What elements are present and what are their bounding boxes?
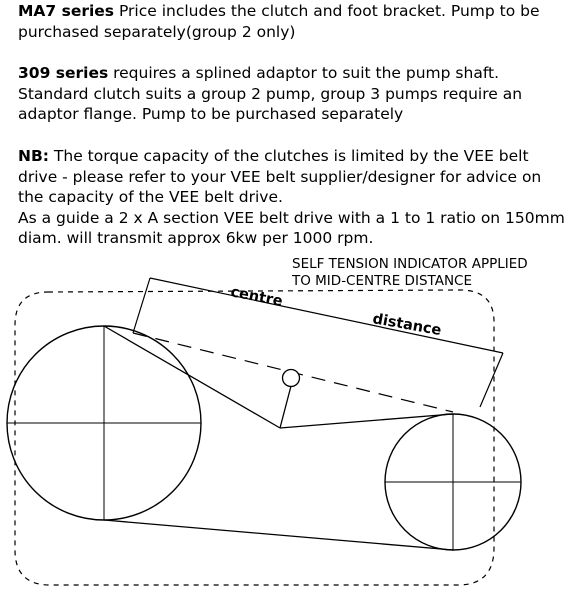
annotation-line-1: SELF TENSION INDICATOR APPLIED xyxy=(292,256,528,272)
309-series-text: requires a splined adaptor to suit the p… xyxy=(18,64,523,123)
belt xyxy=(103,325,454,551)
nb-guide-text: As a guide a 2 x A section VEE belt driv… xyxy=(18,208,565,248)
nb-heading: NB: xyxy=(18,147,49,165)
nb-text: The torque capacity of the clutches is l… xyxy=(18,147,542,206)
ma7-series-text: Price includes the clutch and foot brack… xyxy=(18,2,540,41)
annotation-line-2: TO MID-CENTRE DISTANCE xyxy=(291,273,472,289)
dashed-outline xyxy=(14,289,495,586)
tension-indicator xyxy=(279,368,301,429)
centre-label: centre xyxy=(229,284,284,310)
ma7-series-heading: MA7 series xyxy=(18,2,115,20)
paragraph-ma7-series: MA7 series Price includes the clutch and… xyxy=(18,1,568,42)
paragraph-309-series: 309 series requires a splined adaptor to… xyxy=(18,63,568,125)
distance-label: distance xyxy=(371,311,442,339)
small-pulley xyxy=(384,413,522,551)
309-series-heading: 309 series xyxy=(18,64,109,82)
dimension-lines xyxy=(132,277,504,408)
paragraph-nb: NB: The torque capacity of the clutches … xyxy=(18,146,568,249)
